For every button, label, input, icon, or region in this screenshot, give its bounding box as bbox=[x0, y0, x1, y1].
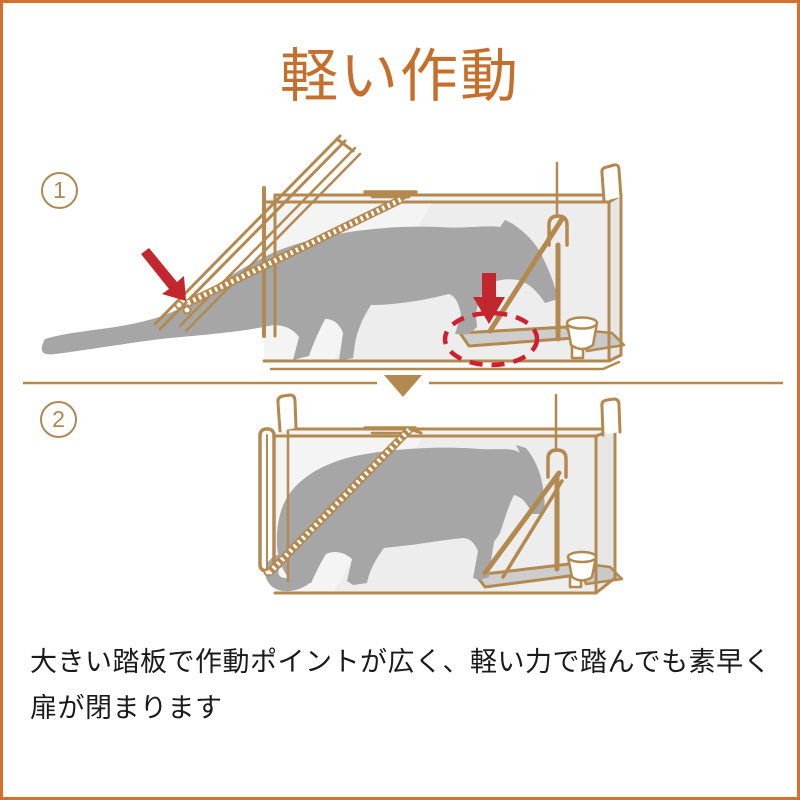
description-line-2: 扉が閉まります bbox=[30, 693, 223, 723]
description: 大きい踏板で作動ポイントが広く、軽い力で踏んでも素早く 扉が閉まります bbox=[30, 639, 771, 731]
step-2-number: 2 bbox=[52, 406, 65, 432]
trigger-brace-2 bbox=[501, 479, 564, 579]
carry-handle bbox=[600, 397, 622, 437]
page-title: 軽い作動 bbox=[279, 44, 520, 109]
animal-silhouette bbox=[276, 445, 545, 585]
trigger-hook bbox=[547, 214, 569, 247]
bait-cup-rim bbox=[565, 316, 599, 330]
carry-handle bbox=[600, 163, 623, 203]
cage-frame bbox=[153, 134, 623, 371]
step-1-marker: 1 bbox=[41, 172, 78, 209]
trigger-hook bbox=[546, 448, 568, 479]
door-spring bbox=[266, 426, 423, 576]
red-arrow-door-icon bbox=[141, 248, 186, 301]
door-handle bbox=[276, 393, 298, 433]
description-line-1: 大きい踏板で作動ポイントが広く、軽い力で踏んでも素早く bbox=[30, 647, 772, 677]
bait-cup bbox=[566, 555, 598, 582]
annotations bbox=[141, 248, 540, 368]
cage-frame bbox=[258, 393, 622, 595]
diagram-trap-closed bbox=[258, 393, 624, 595]
animal-silhouette bbox=[41, 220, 558, 361]
step-2-marker: 2 bbox=[40, 401, 77, 438]
bait-cup-rim bbox=[566, 550, 598, 564]
pedal-assembly bbox=[458, 316, 626, 360]
trigger-brace bbox=[482, 470, 562, 576]
red-arrow-pedal-icon bbox=[473, 273, 505, 324]
divider bbox=[23, 375, 783, 397]
bait-cup bbox=[565, 321, 599, 351]
pedal-assembly bbox=[474, 550, 624, 589]
diagram-trap-open bbox=[41, 134, 626, 371]
pedal-highlight-ellipse bbox=[442, 310, 540, 368]
divider-arrow-icon bbox=[384, 375, 422, 397]
closed-door bbox=[258, 427, 276, 577]
door-spring bbox=[186, 191, 417, 307]
step-1-number: 1 bbox=[53, 177, 66, 203]
